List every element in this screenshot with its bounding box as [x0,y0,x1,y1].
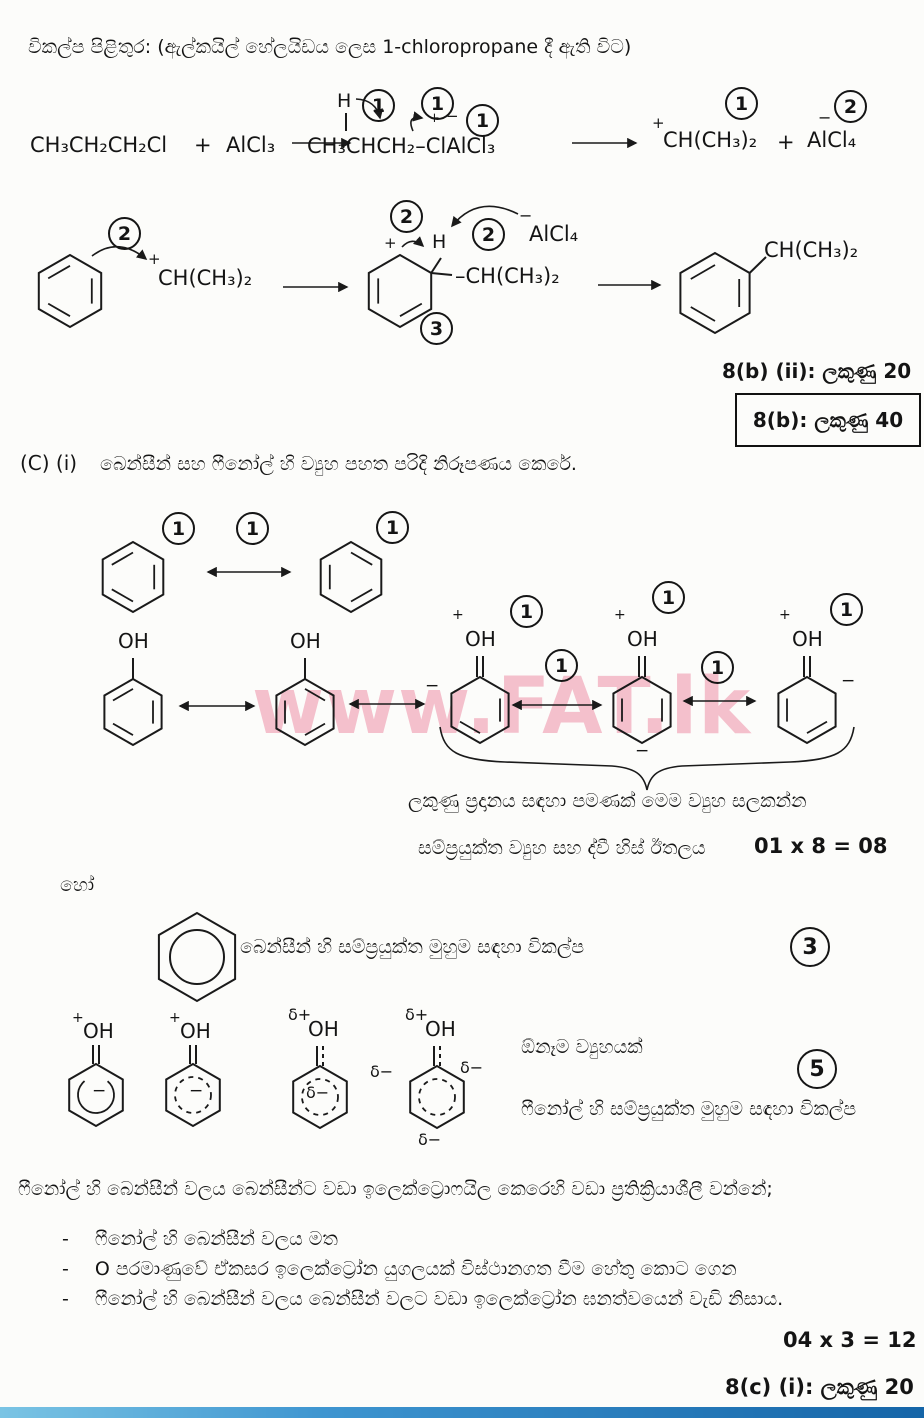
charge-plus-oxygen: + [614,607,626,623]
scan-footer-strip [0,1407,924,1418]
charge-plus-cation: + [148,250,161,268]
bullet-text: O පරමාණුවේ ඒකසර ඉලෙක්ට්‍රෝන යුගලයක් විස්… [94,1258,737,1280]
h-atom-label: H [432,231,447,253]
mark-badge-3: 3 [420,312,453,345]
conclusion-lead-sentence: ෆීනෝල් හි බෙන්සීන් වලය බෙන්සීන්ට වඩා ඉලෙ… [18,1178,773,1200]
phenol-hybrid-diagrams [68,1045,465,1130]
formula-isopropyl-cation: CH(CH₃)₂ [663,128,758,152]
charge-minus-ring: − [841,671,856,691]
mark-badge-2: 2 [834,90,867,123]
mark-badge-1: 1 [376,511,409,544]
mark-badge-2: 2 [390,200,423,233]
plus-operator: + [777,130,795,154]
charge-minus-ring: − [92,1081,107,1101]
section-c-label: (C) (i) [20,451,78,475]
marks-8b-total-label: 8(b): ලකුණු 40 [752,408,904,432]
mark-badge-1: 1 [725,87,758,120]
mark-badge-2: 2 [472,218,505,251]
formula-alcl3: AlCl₃ [226,133,276,157]
charge-plus-arenium: + [384,234,397,252]
any-structure-note: ඕනෑම ව්‍යුහයක් [521,1036,643,1058]
conclusion-bullet: - O පරමාණුවේ ඒකසර ඉලෙක්ට්‍රෝන යුගලයක් වි… [62,1258,737,1280]
bullet-dash: - [62,1228,69,1250]
charge-minus-anion: − [818,108,832,127]
delta-minus-label: δ− [418,1130,442,1149]
charge-plus-oxygen: + [169,1010,181,1026]
delta-minus-label: δ− [306,1083,330,1102]
mark-badge-1: 1 [162,512,195,545]
marking-note-structures: ලකුණු ප්‍රදානය සඳහා පමණක් මෙම ව්‍යුහ සලක… [408,790,807,812]
mark-badge-3: 3 [790,927,830,967]
bullet-text: ෆීනෝල් හි බෙන්සීන් වලය බෙන්සීන් වලට වඩා … [94,1288,784,1310]
marks-8b-total-box: 8(b): ලකුණු 40 [735,393,921,447]
oh-group-label: OH [308,1017,339,1041]
phenol-resonance-diagram [103,656,855,791]
marks-calculation-2: 04 x 3 = 12 [783,1328,917,1352]
oh-group-label: OH [792,627,823,651]
delta-minus-label: δ− [460,1058,484,1077]
delta-plus-label: δ+ [405,1005,429,1024]
mark-badge-1: 1 [421,87,454,120]
delta-minus-label: δ− [370,1062,394,1081]
benzene-circle-diagram [157,911,237,1003]
charge-plus-cation: + [652,114,665,132]
charge-plus-oxygen: + [779,607,791,623]
delta-plus-label: δ+ [288,1005,312,1024]
bullet-text: ෆීනෝල් හි බෙන්සීන් වලය මත [94,1228,338,1250]
formula-product-substituent: CH(CH₃)₂ [764,238,859,262]
charge-minus-anion: − [519,206,533,225]
charge-plus-oxygen: + [452,607,464,623]
formula-isopropyl-substituent: –CH(CH₃)₂ [455,264,560,288]
oh-group-label: OH [627,627,658,651]
plus-operator: + [194,133,212,157]
mark-badge-1: 1 [510,595,543,628]
bullet-dash: - [62,1288,69,1310]
alternative-answer-title: විකල්ප පිළිතුර: (ඇල්කයිල් හේලයිඩය ලෙස 1-… [28,36,632,58]
mark-badge-2: 2 [108,217,141,250]
site-watermark: www.FAT.lk [252,662,752,752]
mark-badge-1: 1 [701,651,734,684]
conclusion-bullet: - ෆීනෝල් හි බෙන්සීන් වලය බෙන්සීන් වලට වඩ… [62,1288,783,1310]
oh-group-label: OH [465,627,496,651]
marks-8ci-label: 8(c) (i): ලකුණු 20 [725,1375,914,1399]
formula-alcl4-anion: AlCl₄ [807,128,857,152]
charge-minus-ring: − [635,741,650,761]
bullet-dash: - [62,1258,69,1280]
mark-badge-1: 1 [545,649,578,682]
oh-group-label: OH [180,1019,211,1043]
mark-badge-1: 1 [830,593,863,626]
oh-group-label: OH [83,1019,114,1043]
charge-plus-oxygen: + [72,1010,84,1026]
formula-intermediate-complex: CH₃CHCH₂–ClAlCl₃ [307,134,496,158]
mark-badge-1: 1 [466,104,499,137]
section-c-intro: බෙන්සීන් සහ ෆීනෝල් හි ව්‍යුහ පහත පරිදි න… [100,453,577,475]
oh-group-label: OH [290,629,321,653]
benzene-hybrid-alt-text: බෙන්සීන් හි සම්ප්‍රයුක්ත මුහුම සඳහා විකල… [240,936,585,958]
mark-badge-1: 1 [362,89,395,122]
phenol-hybrid-alt-text: ෆීනෝල් හි සම්ප්‍රයුක්ත මුහුම සඳහා විකල්ප [521,1098,857,1120]
marking-note-resonance-arrow: සම්ප්‍රයුක්ත ව්‍යුහ සහ ද්වී හිස් ඊතලය [418,837,706,859]
formula-propyl-chloride: CH₃CH₂CH₂Cl [30,133,168,157]
benzene-resonance-diagram [101,540,383,614]
mark-badge-5: 5 [797,1049,837,1089]
marks-calculation-1: 01 x 8 = 08 [754,834,888,858]
charge-minus-ring: − [189,1081,204,1101]
oh-group-label: OH [425,1017,456,1041]
mark-badge-1: 1 [236,512,269,545]
mark-badge-1: 1 [652,581,685,614]
conclusion-bullet: - ෆීනෝල් හි බෙන්සීන් වලය මත [62,1228,338,1250]
h-atom-label: H [337,90,352,112]
charge-minus-ring: − [425,676,440,696]
marks-8bii-label: 8(b) (ii): ලකුණු 20 [722,359,912,383]
formula-isopropyl-cation: CH(CH₃)₂ [158,266,253,290]
oh-group-label: OH [118,629,149,653]
or-label: හෝ [60,874,95,896]
formula-alcl4-anion: AlCl₄ [529,222,579,246]
